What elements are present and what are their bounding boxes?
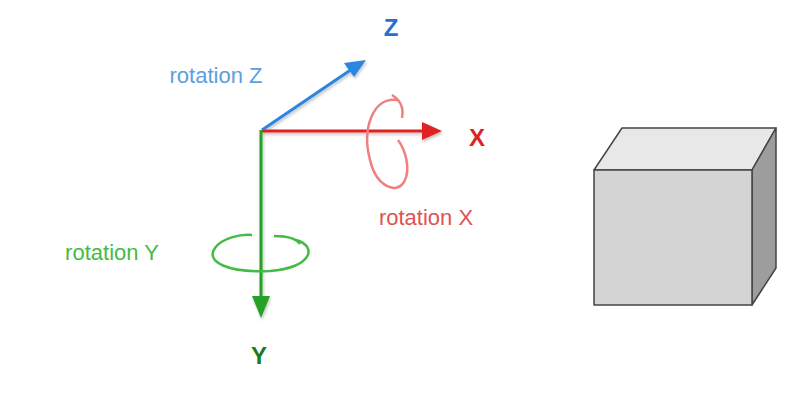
rotation-label: rotation Y <box>65 241 159 265</box>
cube-side <box>752 128 776 305</box>
axis-name: Y <box>251 343 267 369</box>
x-axis <box>262 130 424 133</box>
y-axis <box>260 130 263 298</box>
cube-top <box>594 128 776 170</box>
z-axis <box>262 69 352 130</box>
cube-front <box>594 170 752 305</box>
axis-name: Z <box>384 15 399 41</box>
axis-name: X <box>469 125 485 151</box>
y-arrowhead <box>252 296 270 318</box>
x-arrowhead <box>422 122 442 140</box>
rotation-label: rotation Z <box>170 64 263 88</box>
rotation-x-arrow <box>367 95 407 188</box>
cube <box>594 128 776 305</box>
z-arrowhead <box>344 60 366 77</box>
rotation-y-arrow <box>213 235 309 271</box>
rotation-label: rotation X <box>379 206 473 230</box>
